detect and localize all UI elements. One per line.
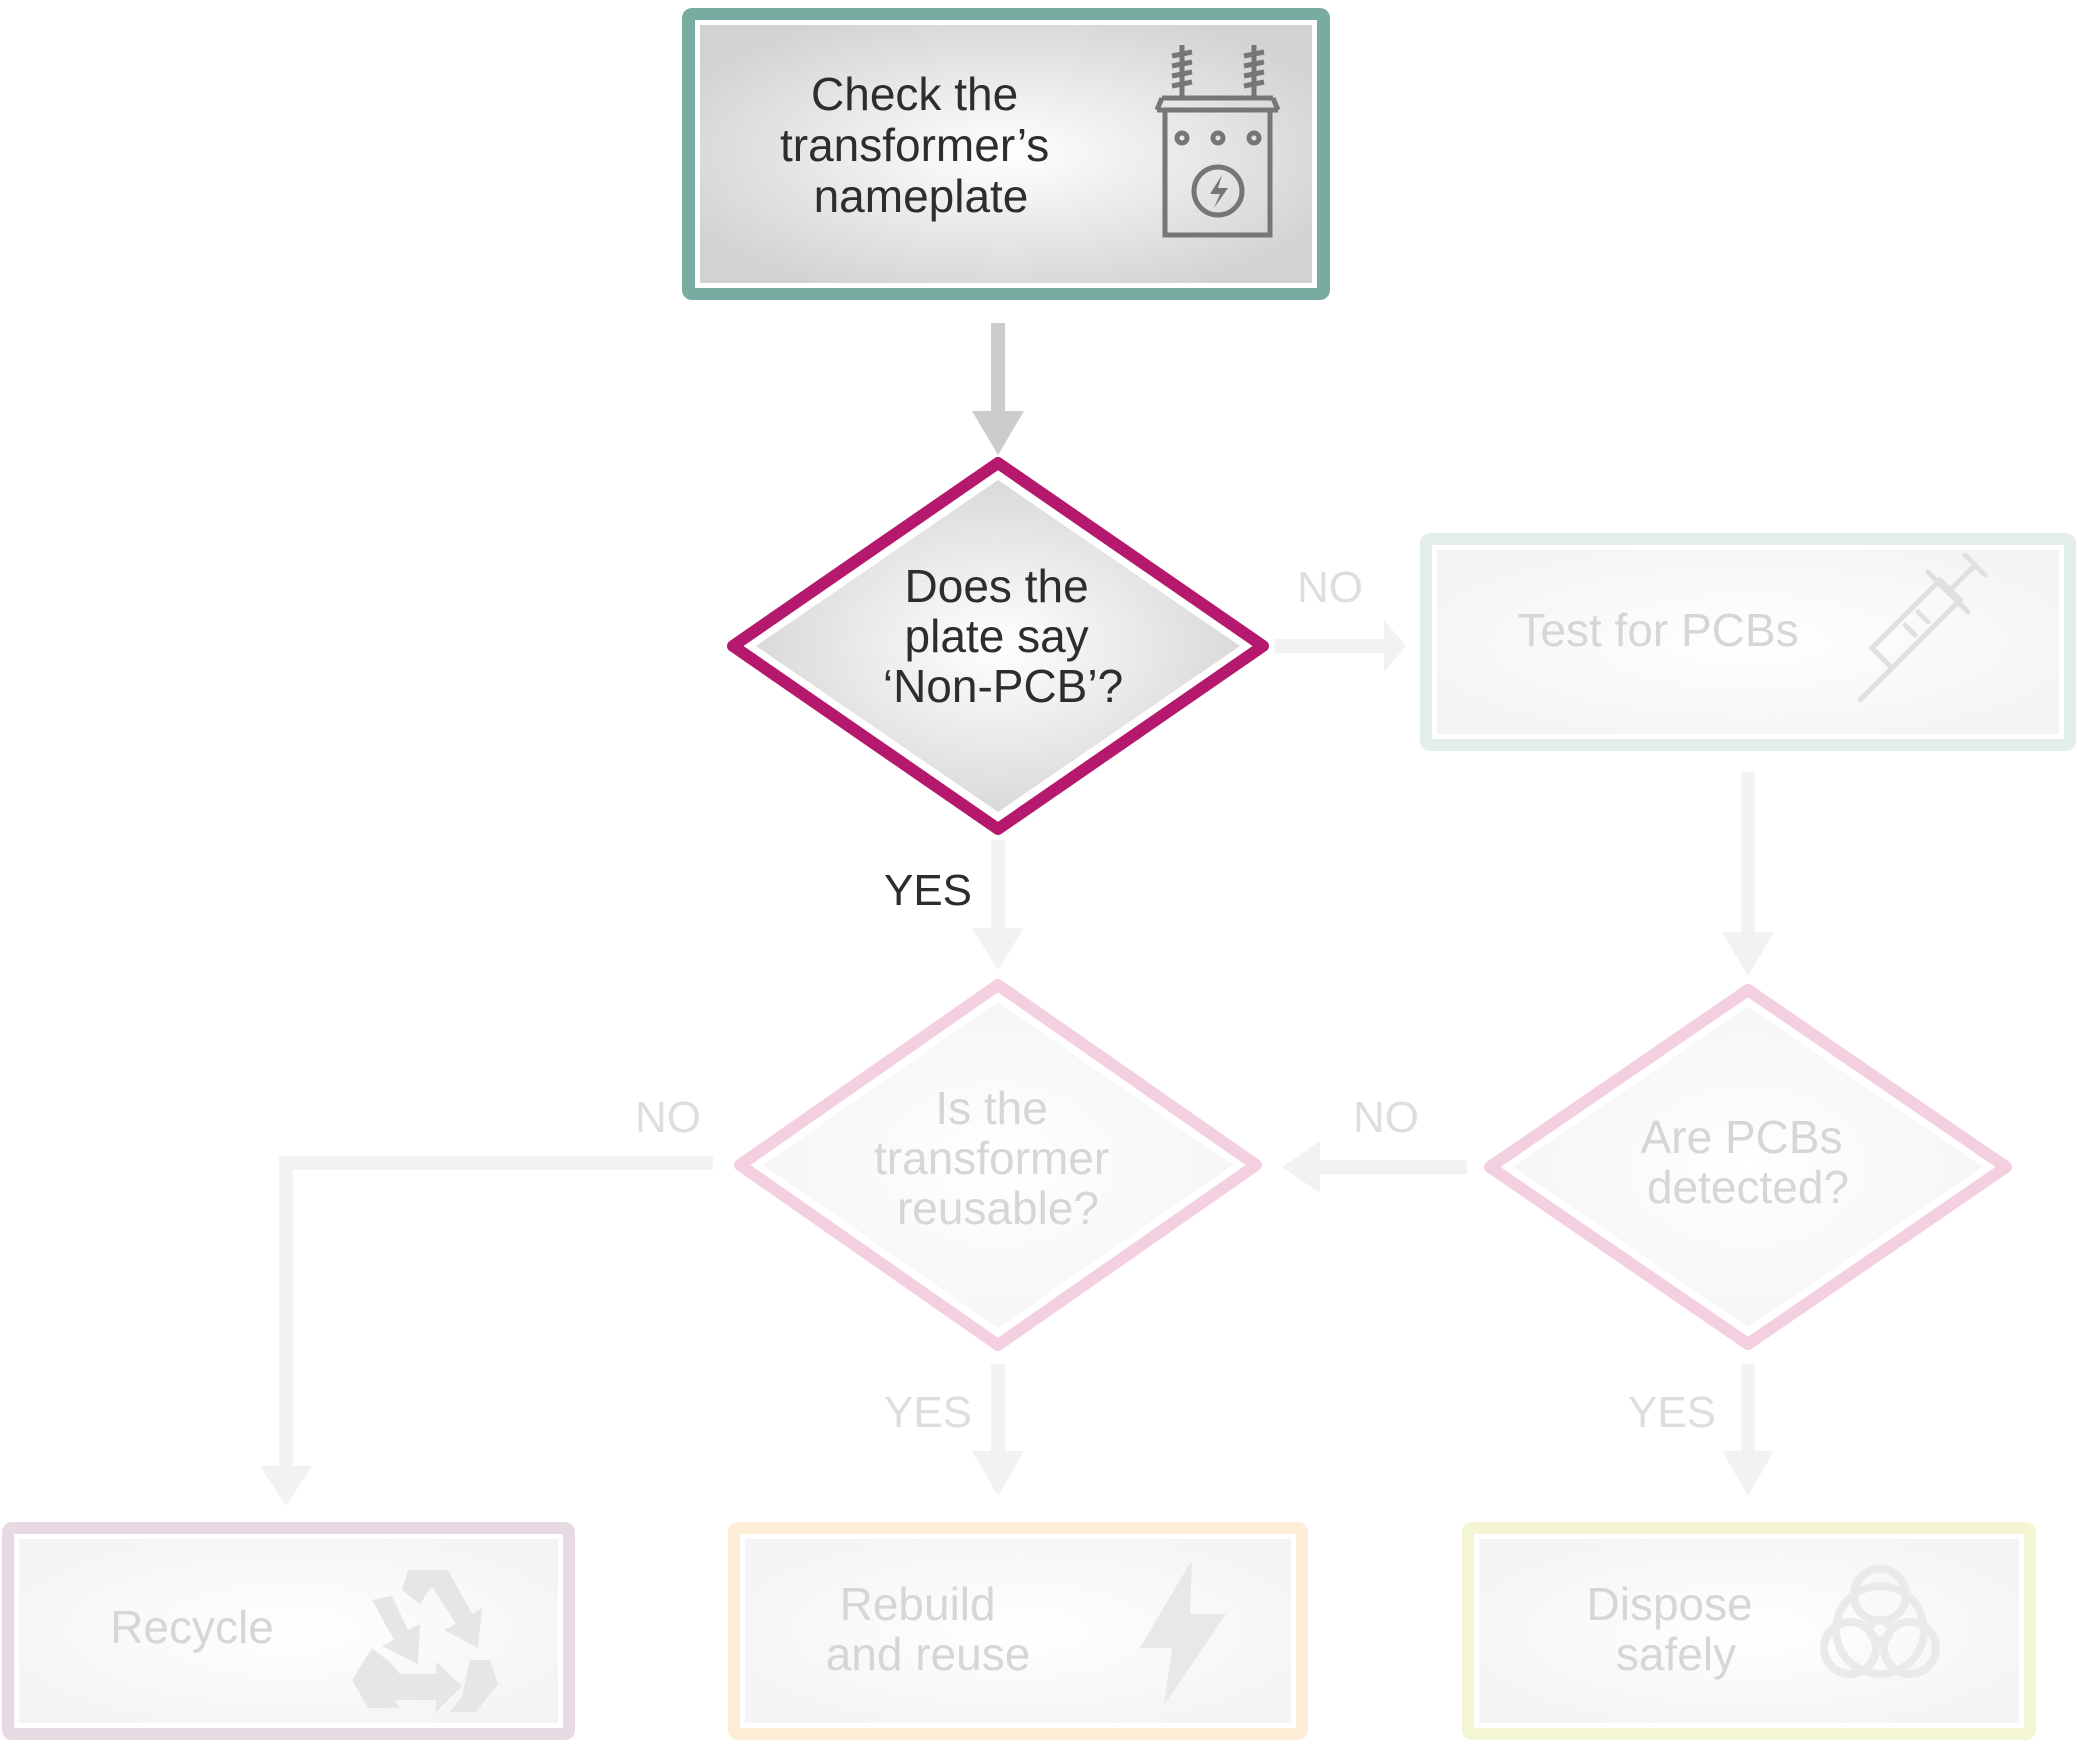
node-test-pcbs-label: Test for PCBs bbox=[1517, 604, 1798, 656]
arrow-question-to-reusable bbox=[972, 840, 1024, 970]
arrow-detected-to-dispose bbox=[1722, 1364, 1774, 1496]
node-recycle-label: Recycle bbox=[110, 1601, 274, 1653]
recycle-icon bbox=[352, 1570, 498, 1712]
arrow-reusable-to-rebuild bbox=[972, 1364, 1024, 1496]
edge-label-reusable-no: NO bbox=[635, 1093, 701, 1142]
arrow-reusable-to-recycle bbox=[260, 1156, 713, 1506]
node-non-pcb-question: Does the plate say ‘Non-PCB’? bbox=[727, 457, 1269, 835]
node-rebuild-reuse: Rebuild and reuse bbox=[728, 1522, 1308, 1740]
node-check-nameplate: Check the transformer’s nameplate bbox=[682, 8, 1330, 300]
arrow-question-to-test bbox=[1275, 620, 1406, 672]
edge-label-detected-no: NO bbox=[1353, 1093, 1419, 1142]
node-check-nameplate-label: Check the transformer’s nameplate bbox=[780, 68, 1062, 222]
node-test-pcbs: Test for PCBs bbox=[1420, 533, 2076, 751]
syringe-icon bbox=[1857, 552, 1988, 703]
node-reusable-question: Is the transformer reusable? bbox=[734, 979, 1262, 1351]
edge-label-non-pcb-yes: YES bbox=[884, 866, 972, 915]
node-dispose-safely: Dispose safely bbox=[1462, 1522, 2036, 1740]
node-pcbs-detected-question: Are PCBs detected? bbox=[1484, 984, 2012, 1350]
node-reusable-question-label: Is the transformer reusable? bbox=[874, 1082, 1122, 1234]
node-non-pcb-question-label: Does the plate say ‘Non-PCB’? bbox=[883, 560, 1123, 712]
node-dispose-safely-label: Dispose safely bbox=[1587, 1578, 1766, 1680]
edge-label-detected-yes: YES bbox=[1628, 1388, 1716, 1437]
arrow-detected-to-reusable bbox=[1282, 1141, 1467, 1193]
arrow-nameplate-to-question bbox=[972, 323, 1024, 455]
edge-label-reusable-yes: YES bbox=[884, 1388, 972, 1437]
transformer-icon bbox=[1154, 45, 1281, 238]
arrow-test-to-detected bbox=[1722, 772, 1774, 976]
edge-label-non-pcb-no: NO bbox=[1297, 563, 1363, 612]
node-recycle: Recycle bbox=[2, 1522, 575, 1740]
lightning-icon bbox=[1140, 1563, 1226, 1705]
node-rebuild-reuse-label: Rebuild and reuse bbox=[826, 1578, 1031, 1680]
biohazard-icon bbox=[1820, 1565, 1940, 1678]
node-pcbs-detected-question-label: Are PCBs detected? bbox=[1641, 1111, 1856, 1213]
